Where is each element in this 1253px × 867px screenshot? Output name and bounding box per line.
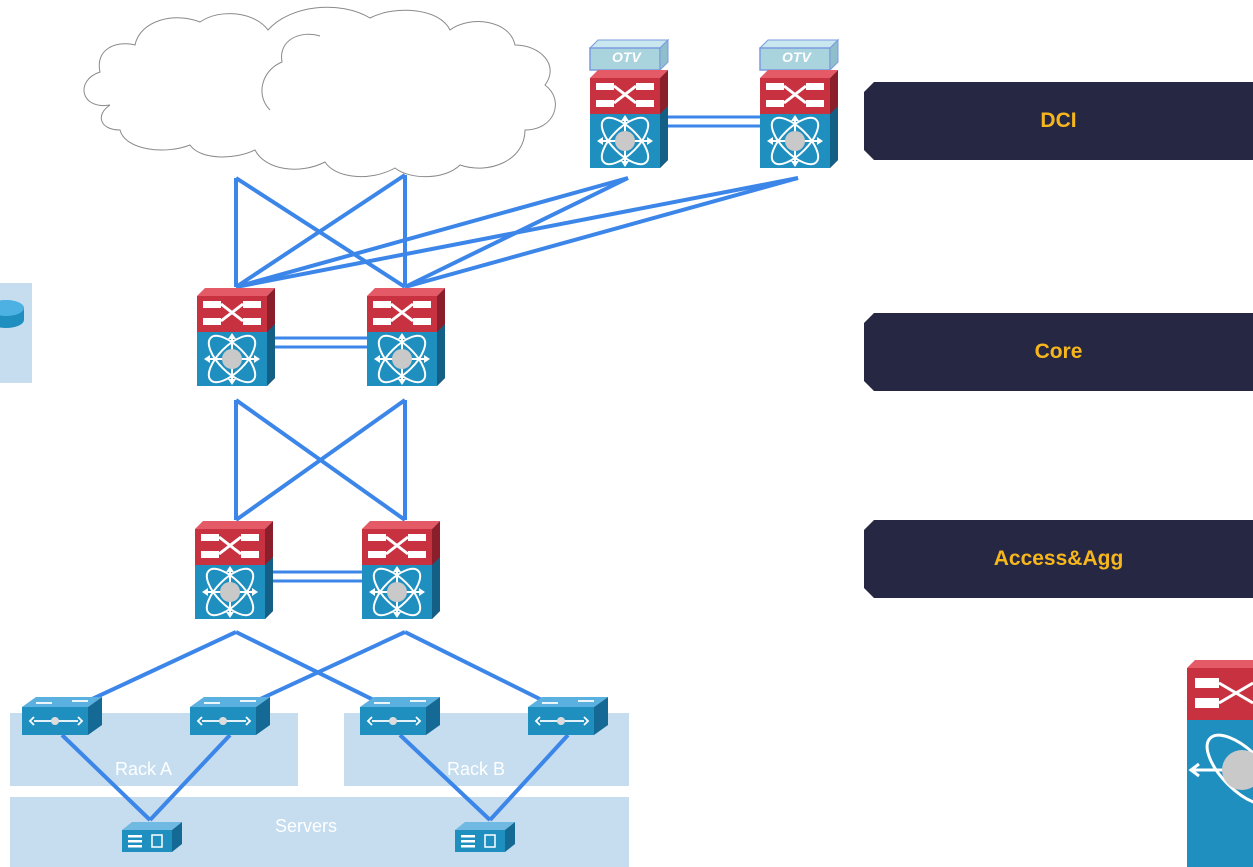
rack-b-label: Rack B (447, 759, 505, 779)
dci-switch-left: OTV (588, 39, 670, 173)
nexus-switch-icon (588, 68, 670, 173)
nexus-switch-icon (365, 286, 447, 391)
cloud-icon (83, 6, 556, 178)
agg-switch-right (360, 519, 442, 624)
layer-label-dci-text: DCI (1040, 109, 1077, 132)
nexus-switch-icon (758, 68, 840, 173)
layer-label-core-text: Core (1034, 340, 1083, 363)
server-icon (454, 821, 516, 853)
access-switch-icon (527, 696, 609, 736)
legend-switch (1187, 660, 1253, 867)
servers-label: Servers (275, 816, 337, 836)
layer-label-core: Core (864, 313, 1253, 391)
access-switch-icon (189, 696, 271, 736)
server-b (454, 821, 516, 853)
access-switch-icon (21, 696, 103, 736)
server-icon (121, 821, 183, 853)
core-switch-left (195, 286, 277, 391)
nexus-switch-icon (193, 519, 275, 624)
servers-area (10, 797, 629, 867)
agg-switch-left (193, 519, 275, 624)
access-switch-a1 (21, 696, 103, 736)
rack-a-label: Rack A (115, 759, 172, 779)
otv-label-left: OTV (612, 49, 642, 65)
server-a (121, 821, 183, 853)
access-switch-b2 (527, 696, 609, 736)
dci-switch-right: OTV (758, 39, 840, 173)
nexus-switch-icon (195, 286, 277, 391)
router-icon (0, 283, 32, 383)
layer-label-access-agg-text: Access&Agg (993, 547, 1124, 570)
nexus-switch-icon (360, 519, 442, 624)
otv-label-right: OTV (782, 49, 812, 65)
layer-label-access-agg: Access&Agg (864, 520, 1253, 598)
core-switch-right (365, 286, 447, 391)
layer-label-dci: DCI (864, 82, 1253, 160)
access-switch-a2 (189, 696, 271, 736)
peer-links (266, 115, 760, 583)
access-switch-icon (359, 696, 441, 736)
access-switch-b1 (359, 696, 441, 736)
